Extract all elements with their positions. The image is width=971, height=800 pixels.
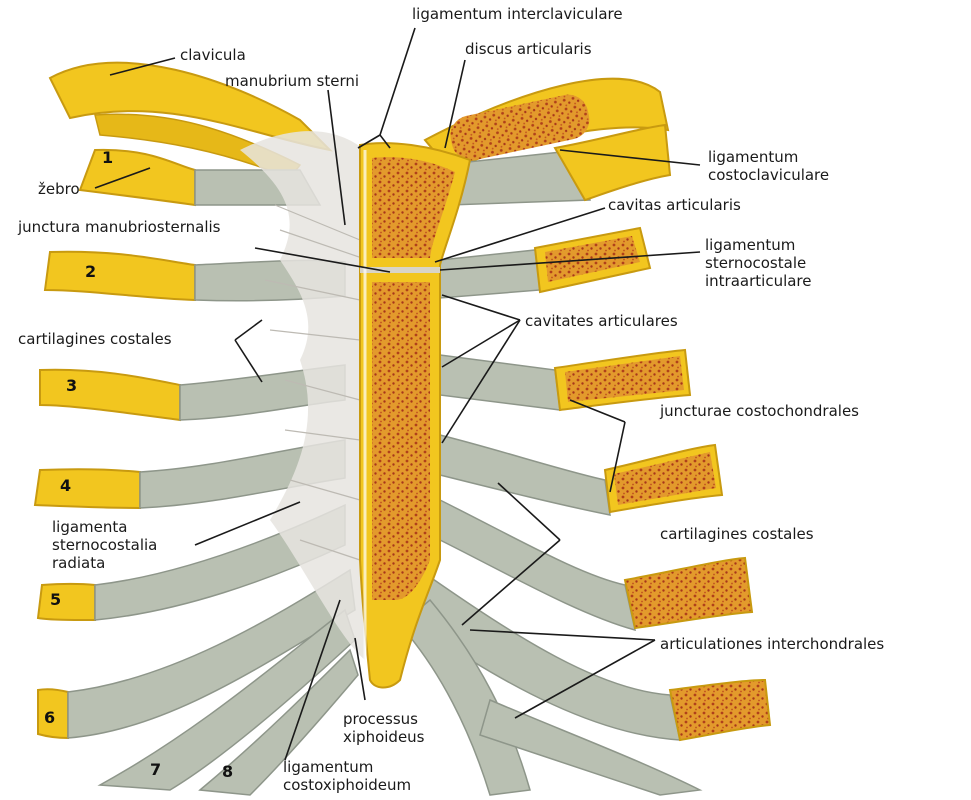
ribs-right [398, 123, 772, 796]
rib-number-6: 6 [44, 708, 56, 727]
rib-number-2: 2 [85, 262, 97, 281]
label-processus-xiphoideus: processus xiphoideus [343, 710, 425, 746]
label-cartilagines-costales-left: cartilagines costales [18, 330, 172, 348]
radiate-ligaments [240, 131, 365, 660]
rib-number-7: 7 [150, 760, 162, 779]
rib-number-3: 3 [66, 376, 78, 395]
label-clavicula: clavicula [180, 46, 246, 64]
rib-number-1: 1 [102, 148, 114, 167]
label-cavitates-articulares: cavitates articulares [525, 312, 678, 330]
leader-lines [94, 27, 701, 761]
rib-number-4: 4 [60, 476, 72, 495]
label-juncturae-costochondrales: juncturae costochondrales [660, 402, 859, 420]
clavicle-right [423, 77, 670, 172]
label-ligamentum-sternocostale-intraarticulare: ligamentum sternocostale intraarticulare [705, 236, 812, 290]
label-junctura-manubriosternalis: junctura manubriosternalis [18, 218, 221, 236]
label-manubrium-sterni: manubrium sterni [225, 72, 360, 90]
label-discus-articularis: discus articularis [465, 40, 592, 58]
rib-number-5: 5 [50, 590, 62, 609]
label-zebro: žebro [38, 180, 80, 198]
label-ligamentum-interclaviculare: ligamentum interclaviculare [412, 5, 623, 23]
label-ligamentum-costoxiphoideum: ligamentum costoxiphoideum [283, 758, 412, 794]
clavicle-left [48, 61, 333, 179]
label-cavitas-articularis: cavitas articularis [608, 196, 741, 214]
rib-number-8: 8 [222, 762, 234, 781]
label-ligamenta-sternocostalia-radiata: ligamenta sternocostalia radiata [52, 518, 158, 572]
sternum [359, 142, 472, 689]
label-cartilagines-costales-right: cartilagines costales [660, 525, 814, 543]
label-articulationes-interchondrales: articulationes interchondrales [660, 635, 885, 653]
label-ligamentum-costoclaviculare: ligamentum costoclaviculare [708, 148, 830, 184]
